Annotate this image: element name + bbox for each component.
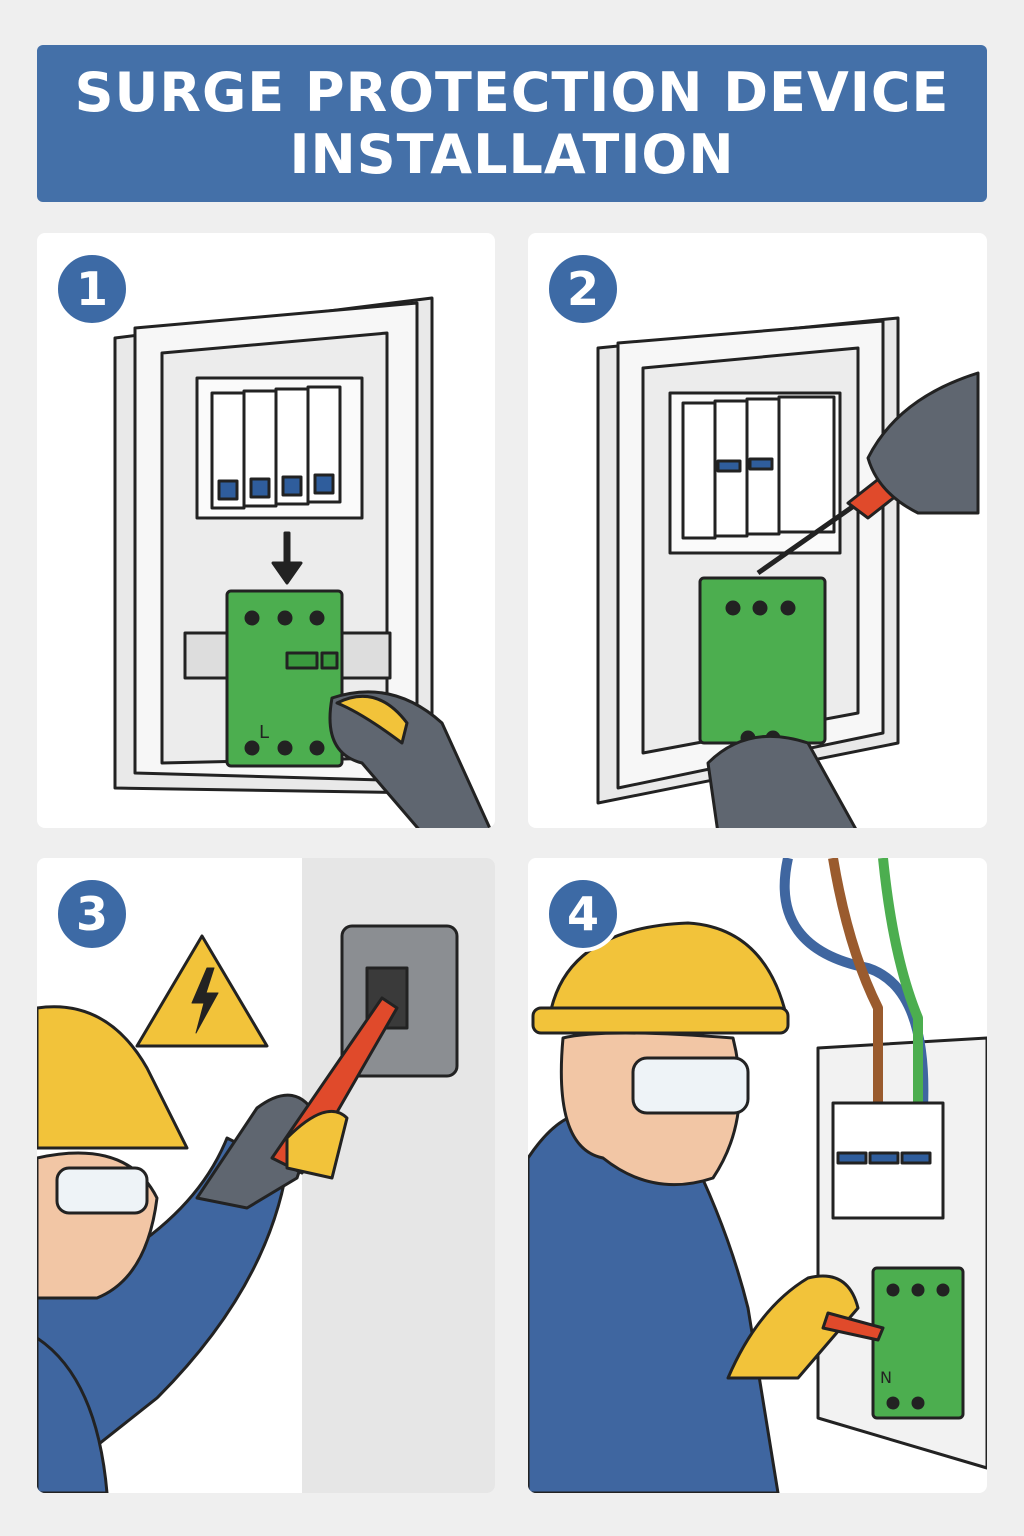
safety-glasses bbox=[631, 1056, 750, 1115]
circuit-breakers bbox=[210, 385, 342, 510]
surge-protection-device bbox=[871, 1266, 965, 1420]
hard-hat bbox=[546, 921, 790, 1030]
step-3-panel: 3 bbox=[37, 858, 495, 1493]
worker-shirt bbox=[37, 1336, 109, 1493]
hard-hat bbox=[37, 1005, 189, 1150]
gloved-hand bbox=[866, 371, 980, 515]
step-3-illustration bbox=[37, 858, 495, 1493]
title-line-2: INSTALLATION bbox=[289, 122, 735, 186]
gloved-hand bbox=[328, 690, 492, 828]
step-2-illustration bbox=[596, 316, 980, 828]
device-label: L bbox=[259, 722, 269, 743]
step-1-badge: 1 bbox=[54, 251, 130, 327]
gloved-hand bbox=[706, 734, 857, 828]
step-3-badge: 3 bbox=[54, 876, 130, 952]
gloved-hand bbox=[726, 1274, 860, 1380]
step-4-illustration: N bbox=[528, 858, 987, 1493]
screwdriver bbox=[821, 1311, 885, 1342]
title-line-1: SURGE PROTECTION DEVICE bbox=[74, 60, 950, 124]
screwdriver-shaft bbox=[756, 500, 860, 576]
step-1-illustration: L bbox=[113, 296, 492, 828]
brown-wire bbox=[828, 858, 883, 1128]
device-label: N bbox=[880, 1368, 892, 1387]
surge-protection-device bbox=[225, 589, 344, 768]
down-arrow-icon bbox=[271, 531, 303, 585]
step-4-panel: 4 N bbox=[528, 858, 987, 1493]
step-1-panel: 1 L bbox=[37, 233, 495, 828]
safety-glasses bbox=[55, 1166, 149, 1215]
step-2-badge: 2 bbox=[545, 251, 621, 327]
step-2-panel: 2 bbox=[528, 233, 987, 828]
title-banner: SURGE PROTECTION DEVICE INSTALLATION bbox=[37, 45, 987, 202]
green-wire bbox=[878, 858, 923, 1118]
step-4-badge: 4 bbox=[545, 876, 621, 952]
